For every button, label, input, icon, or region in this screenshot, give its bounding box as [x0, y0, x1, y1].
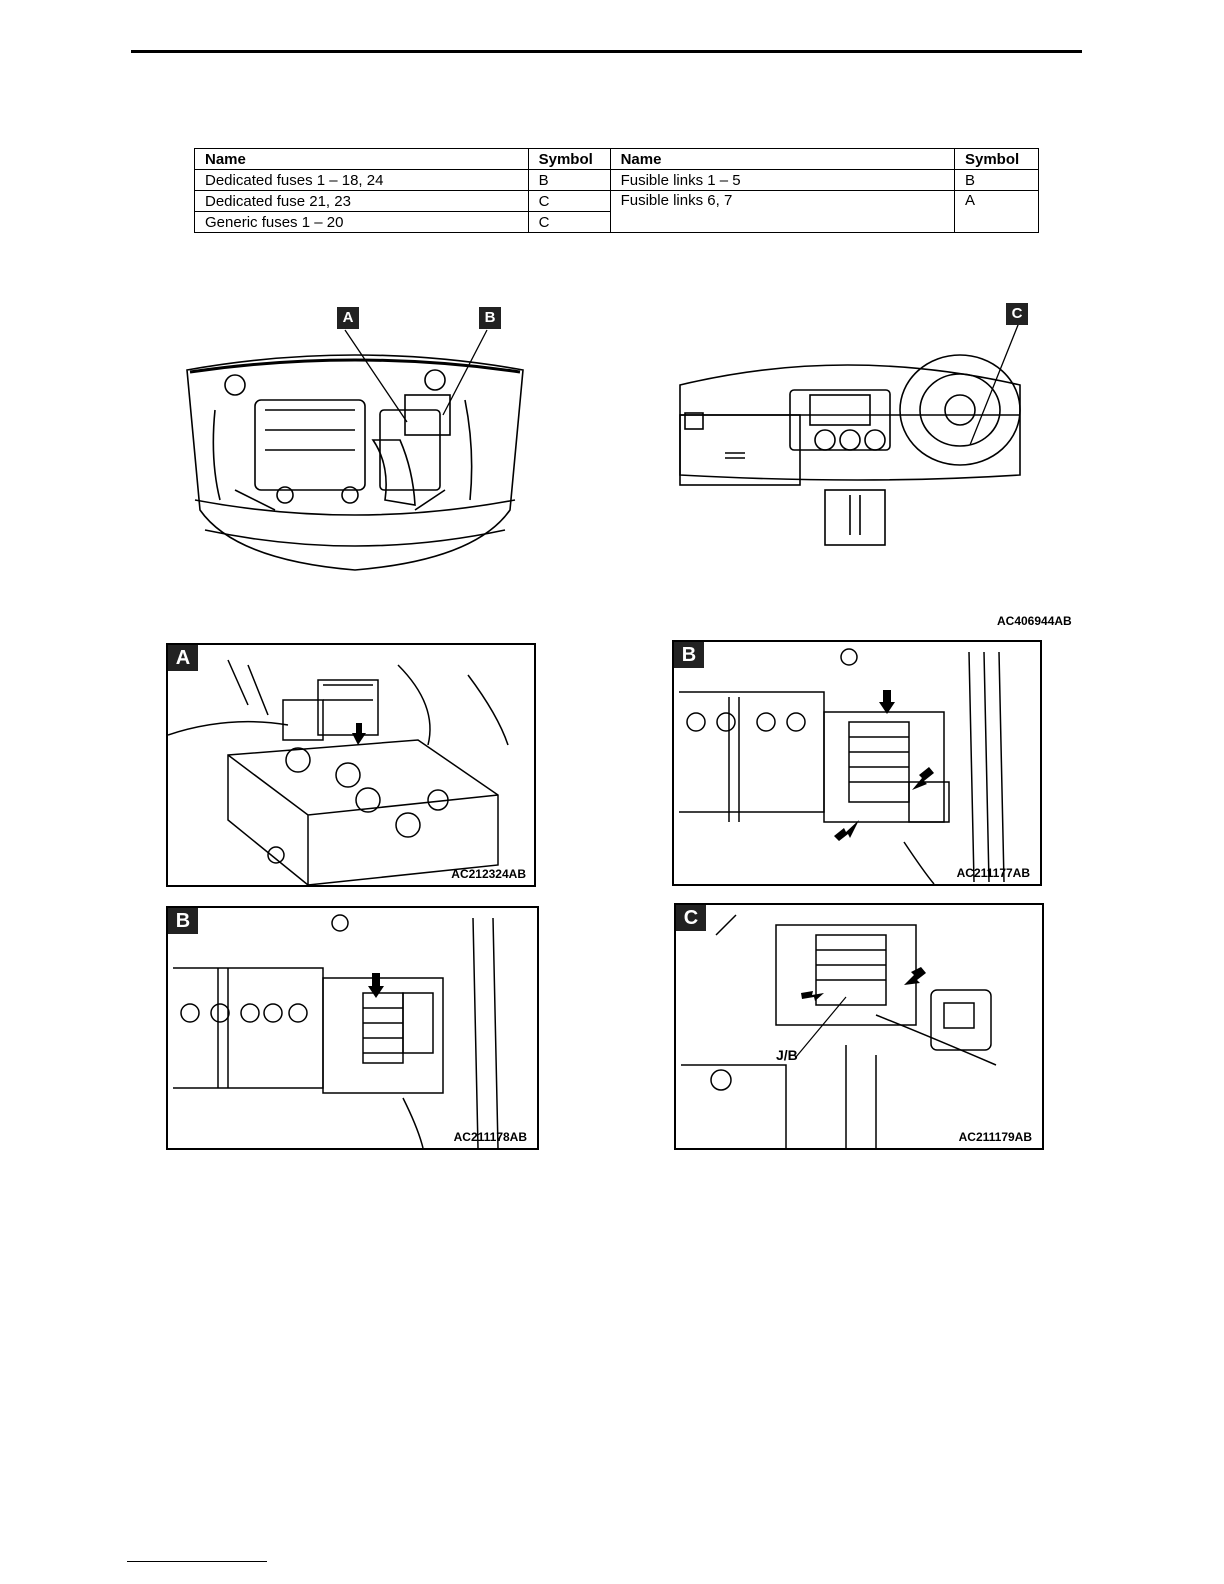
fuse-name: Fusible links 1 – 5 [610, 170, 954, 191]
fuse-symbol: C [528, 212, 610, 233]
column-header-symbol: Symbol [528, 149, 610, 170]
panel-tag: A [168, 645, 198, 671]
panel-figure-code: AC212324AB [451, 867, 526, 881]
panel-tag: C [676, 905, 706, 931]
detail-panel-a: A AC212324AB [166, 643, 536, 887]
table-header-row: Name Symbol Name Symbol [195, 149, 1039, 170]
panel-tag: B [674, 642, 704, 668]
relay-box-illustration [674, 642, 1040, 884]
dashboard-illustration [665, 325, 1035, 550]
arrow-indicator [368, 973, 384, 998]
location-tag-c: C [1006, 303, 1028, 325]
fuse-box-illustration [168, 908, 537, 1148]
fuse-location-table: Name Symbol Name Symbol Dedicated fuses … [194, 148, 1039, 233]
junction-block-callout: J/B [776, 1047, 798, 1063]
table-row: Dedicated fuses 1 – 18, 24 B Fusible lin… [195, 170, 1039, 191]
battery-fusible-link-illustration [168, 645, 534, 885]
fuse-symbol: C [528, 191, 610, 212]
column-header-name: Name [195, 149, 529, 170]
panel-figure-code: AC211178AB [454, 1130, 527, 1144]
fuse-symbol: A [955, 191, 1039, 233]
column-header-symbol: Symbol [955, 149, 1039, 170]
arrow-indicator [879, 690, 895, 714]
fuse-name: Dedicated fuse 21, 23 [195, 191, 529, 212]
overview-figure-code: AC406944AB [997, 614, 1072, 628]
header-rule [131, 50, 1082, 53]
junction-block-illustration [676, 905, 1042, 1148]
panel-tag: B [168, 908, 198, 934]
detail-panel-b: B AC211177AB [672, 640, 1042, 886]
table-row: Dedicated fuse 21, 23 C Fusible links 6,… [195, 191, 1039, 212]
fuse-name: Dedicated fuses 1 – 18, 24 [195, 170, 529, 191]
arrow-indicator [801, 991, 824, 1001]
detail-panel-c: C J/B AC211179AB [674, 903, 1044, 1150]
fuse-symbol: B [528, 170, 610, 191]
fuse-symbol: B [955, 170, 1039, 191]
fuse-name: Generic fuses 1 – 20 [195, 212, 529, 233]
footer-rule [127, 1561, 267, 1562]
arrow-indicator [352, 723, 366, 745]
arrow-indicator [904, 967, 926, 985]
panel-figure-code: AC211177AB [957, 866, 1030, 880]
column-header-name: Name [610, 149, 954, 170]
engine-bay-illustration [175, 300, 535, 585]
arrow-indicator [912, 767, 934, 790]
arrow-indicator [834, 820, 859, 841]
panel-figure-code: AC211179AB [959, 1130, 1032, 1144]
detail-panel-b-fuse-box: B AC211178AB [166, 906, 539, 1150]
fuse-name: Fusible links 6, 7 [610, 191, 954, 233]
